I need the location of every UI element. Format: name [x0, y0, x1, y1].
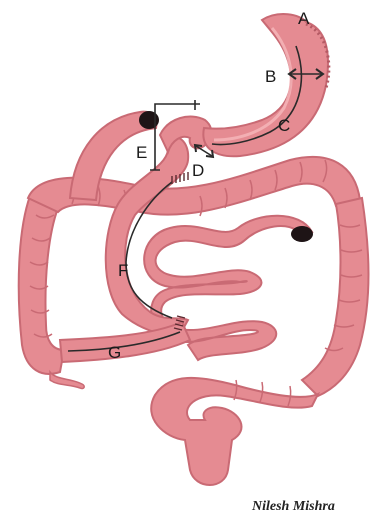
jejunum-stoma-end	[291, 226, 313, 242]
ascending-colon	[19, 196, 64, 374]
label-d: D	[192, 161, 204, 180]
author-signature: Nilesh Mishra	[251, 499, 335, 514]
appendix	[50, 372, 84, 389]
label-b: B	[265, 67, 276, 86]
label-c: C	[278, 116, 290, 135]
label-a: A	[298, 9, 310, 28]
label-e: E	[136, 143, 147, 162]
label-f: F	[118, 261, 128, 280]
limb-g	[60, 322, 190, 362]
sigmoid-colon	[151, 378, 318, 485]
label-g: G	[108, 343, 121, 362]
large-intestine	[19, 157, 369, 485]
stump-closed-end	[139, 111, 159, 129]
descending-colon	[302, 198, 369, 396]
